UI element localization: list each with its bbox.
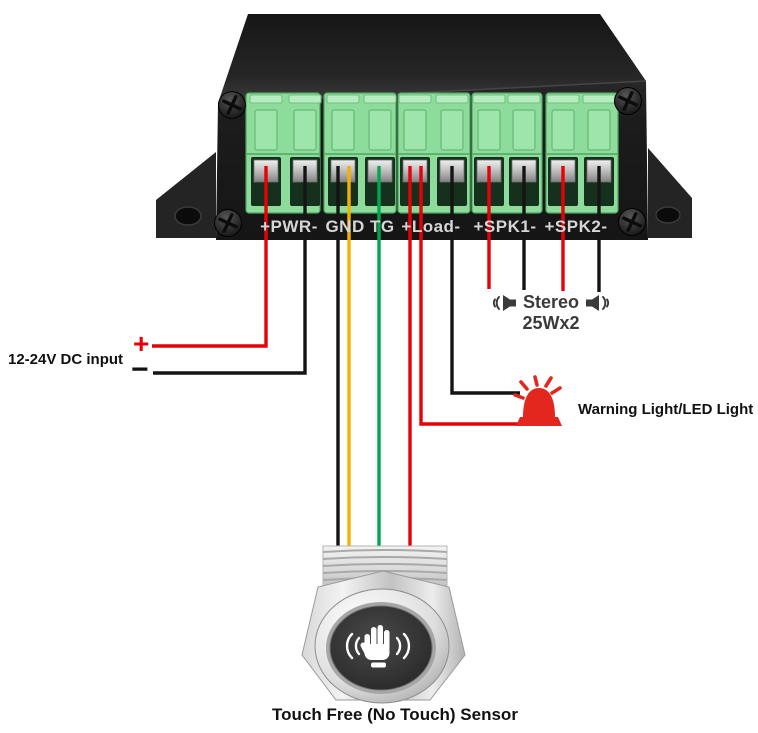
load-minus-light-wire: [450, 166, 520, 395]
pwr-minus-wire: [153, 166, 307, 375]
terminal-label-gnd-tg: GND TG: [325, 217, 395, 236]
wires: [152, 166, 601, 564]
case-screws: [214, 87, 646, 237]
terminal-block-0: [245, 92, 322, 214]
device-top-face: [218, 14, 646, 103]
hand-icon: [345, 625, 411, 668]
pwr-plus-wire: [152, 166, 268, 348]
screw-icon: [618, 208, 646, 236]
speaker-left-icon: [492, 294, 516, 311]
stereo-annotation: Stereo 25Wx2: [468, 292, 634, 334]
stereo-label: Stereo: [522, 292, 580, 312]
warning-light-icon: [513, 375, 562, 426]
load-plus-light-wire: [419, 166, 518, 426]
terminal-label-pwr: +PWR-: [260, 217, 318, 236]
terminal-block-4: [545, 92, 619, 214]
left-mounting-hole: [174, 206, 202, 226]
terminal-block-1: [323, 92, 397, 214]
terminal-block-3: [471, 92, 543, 214]
sensor-label: Touch Free (No Touch) Sensor: [272, 705, 518, 724]
dc-input-label: 12-24V DC input: [8, 351, 124, 368]
screw-icon: [214, 209, 242, 237]
warning-light-label: Warning Light/LED Light: [578, 401, 754, 418]
terminal-label-spk2: +SPK2-: [544, 217, 608, 236]
terminal-label-spk1: +SPK1-: [473, 217, 537, 236]
right-mounting-hole: [655, 206, 681, 224]
touch-sensor-button: [301, 545, 466, 704]
stereo-power-label: 25Wx2: [522, 313, 580, 333]
proximity-waves: [345, 632, 411, 660]
right-mounting-flange: [648, 148, 692, 238]
dc-plus-symbol: +: [133, 328, 150, 359]
screw-icon: [218, 91, 246, 119]
speaker-right-icon: [586, 294, 610, 311]
terminal-label-load: +Load-: [401, 217, 461, 236]
screw-icon: [614, 87, 642, 115]
dc-minus-symbol: −: [131, 353, 149, 386]
